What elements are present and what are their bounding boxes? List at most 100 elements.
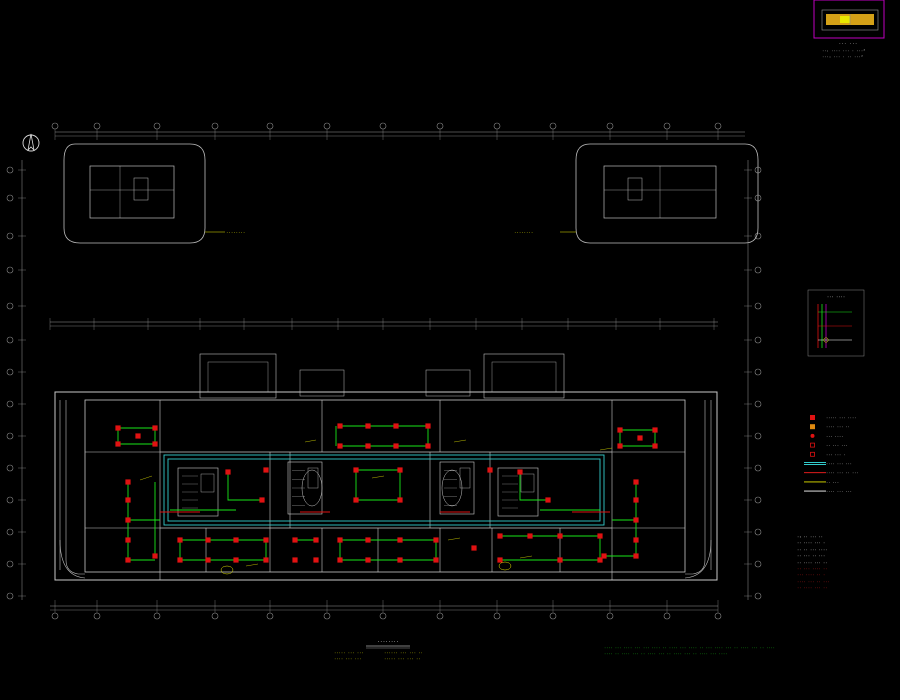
left-wing-label: ········ xyxy=(226,230,245,235)
right-wing: ········ xyxy=(514,143,759,244)
elevator-shaft xyxy=(200,473,215,493)
fire-device-icon xyxy=(557,557,563,563)
fire-device-icon xyxy=(433,537,439,543)
legend-symbol-red-dot xyxy=(810,433,815,438)
fire-device-icon xyxy=(337,557,343,563)
fire-device-icon xyxy=(617,427,623,433)
fire-device-icon xyxy=(652,443,658,449)
fire-device-icon xyxy=(263,467,269,473)
cyan-pipe-loop xyxy=(163,454,605,526)
left-curved-stair-arc xyxy=(59,539,86,579)
fire-device-icon xyxy=(365,423,371,429)
fire-device-icon xyxy=(177,557,183,563)
fire-device-icon xyxy=(125,479,131,485)
toilet-core-right xyxy=(441,469,463,507)
fire-device-icon xyxy=(205,557,211,563)
grid-bubble-left xyxy=(6,528,14,536)
grid-bubble-left xyxy=(6,232,14,240)
grid-bubble-right xyxy=(754,560,762,568)
note-white-3: ·· ·· ··· ···· xyxy=(797,547,828,552)
plan-info-line1-left: ····· ··· ··· xyxy=(334,650,364,655)
grid-bubble-right xyxy=(754,528,762,536)
core-outline xyxy=(439,461,475,515)
site-note-line1: ··: ···· ··· · ···² xyxy=(822,48,865,53)
fire-device-icon xyxy=(225,469,231,475)
green-pipe xyxy=(340,425,429,447)
riser-valve-icon xyxy=(823,337,829,343)
fire-device-icon xyxy=(177,537,183,543)
fire-device-icon xyxy=(233,537,239,543)
fire-device-icon xyxy=(617,443,623,449)
note-red-2: ··· ···· ·· · xyxy=(797,573,826,578)
grid-bubble-left xyxy=(6,336,14,344)
note-white-4: ·· ··· ·· ··· xyxy=(797,554,826,559)
top-entry-left xyxy=(299,369,345,397)
fire-device-icon xyxy=(233,557,239,563)
fire-device-icon xyxy=(425,443,431,449)
bottom-note-line1: ···· ··· ···· ··· ··· ···· ·· ···· ··· ·… xyxy=(604,646,775,650)
fire-device-icon xyxy=(337,423,343,429)
grid-axes xyxy=(6,122,762,620)
fire-device-icon xyxy=(597,533,603,539)
fire-device-icon xyxy=(152,553,158,559)
right-wing-core xyxy=(627,177,643,201)
fire-device-icon xyxy=(397,497,403,503)
cyan-pipe-inner xyxy=(167,458,601,522)
fire-device-icon xyxy=(393,423,399,429)
fire-device-icon xyxy=(365,557,371,563)
riser-frame xyxy=(807,289,865,357)
grid-bubble-right xyxy=(754,368,762,376)
note-red-4: ·· ···· ··· ·· xyxy=(797,586,828,591)
fire-device-icon xyxy=(125,497,131,503)
grid-bubble-left xyxy=(6,194,14,202)
grid-bubble-right xyxy=(754,336,762,344)
green-pipe xyxy=(227,472,262,501)
fire-device-icon xyxy=(152,441,158,447)
core-outline xyxy=(497,467,539,517)
plan-title: ········ xyxy=(377,640,399,645)
note-white-2: ·· ···· ··· · xyxy=(797,541,826,546)
fire-device-icon xyxy=(353,467,359,473)
building-outer-wall xyxy=(54,391,718,581)
fire-device-icon xyxy=(313,557,319,563)
legend-item-label: ··· ···· xyxy=(826,434,843,438)
key-plan-title: ··· ··· xyxy=(839,42,858,47)
fire-device-icon xyxy=(259,497,265,503)
fire-device-icon xyxy=(425,423,431,429)
key-plan-frame xyxy=(813,0,885,39)
leader-line xyxy=(453,439,467,443)
leader-line xyxy=(599,447,613,451)
fire-device-icon xyxy=(125,517,131,523)
key-plan: ··· ··· ··: ···· ··· · ···² ···: ··· · ·… xyxy=(813,0,885,59)
grid-bubble-left xyxy=(6,302,14,310)
right-wing-label: ········ xyxy=(514,230,533,235)
grid-bubble-left xyxy=(6,464,14,472)
fire-device-icon xyxy=(205,537,211,543)
grid-bubble-left xyxy=(6,592,14,600)
fire-device-icon xyxy=(557,533,563,539)
note-red-3: ···· ··· ·· ··· xyxy=(797,579,830,584)
grid-bubble-right xyxy=(754,432,762,440)
grid-bubble-left xyxy=(6,368,14,376)
plan-title-block: ········ ····· ··· ··· ······ ··· ··· ··… xyxy=(334,640,423,661)
legend-symbol-red-box xyxy=(810,415,815,420)
legend-item-label: ···· ··· ·· ··· xyxy=(826,471,858,475)
plan-info-line2-right: ····· ··· ··· ·· xyxy=(384,656,421,661)
north-arrow-icon xyxy=(22,133,40,152)
fire-device-icon xyxy=(471,545,477,551)
grid-bubble-left xyxy=(6,560,14,568)
top-projection-left xyxy=(199,353,277,399)
fire-device-icon xyxy=(517,469,523,475)
fire-device-icon xyxy=(545,497,551,503)
fire-device-icon xyxy=(115,441,121,447)
fire-device-icon xyxy=(397,537,403,543)
fire-device-icon xyxy=(263,537,269,543)
fire-device-icon xyxy=(115,425,121,431)
grid-bubble-right xyxy=(754,400,762,408)
key-plan-building xyxy=(821,9,879,31)
fire-device-icon xyxy=(397,467,403,473)
leader-line xyxy=(519,555,533,559)
cyan-pipe-outer xyxy=(163,454,605,526)
